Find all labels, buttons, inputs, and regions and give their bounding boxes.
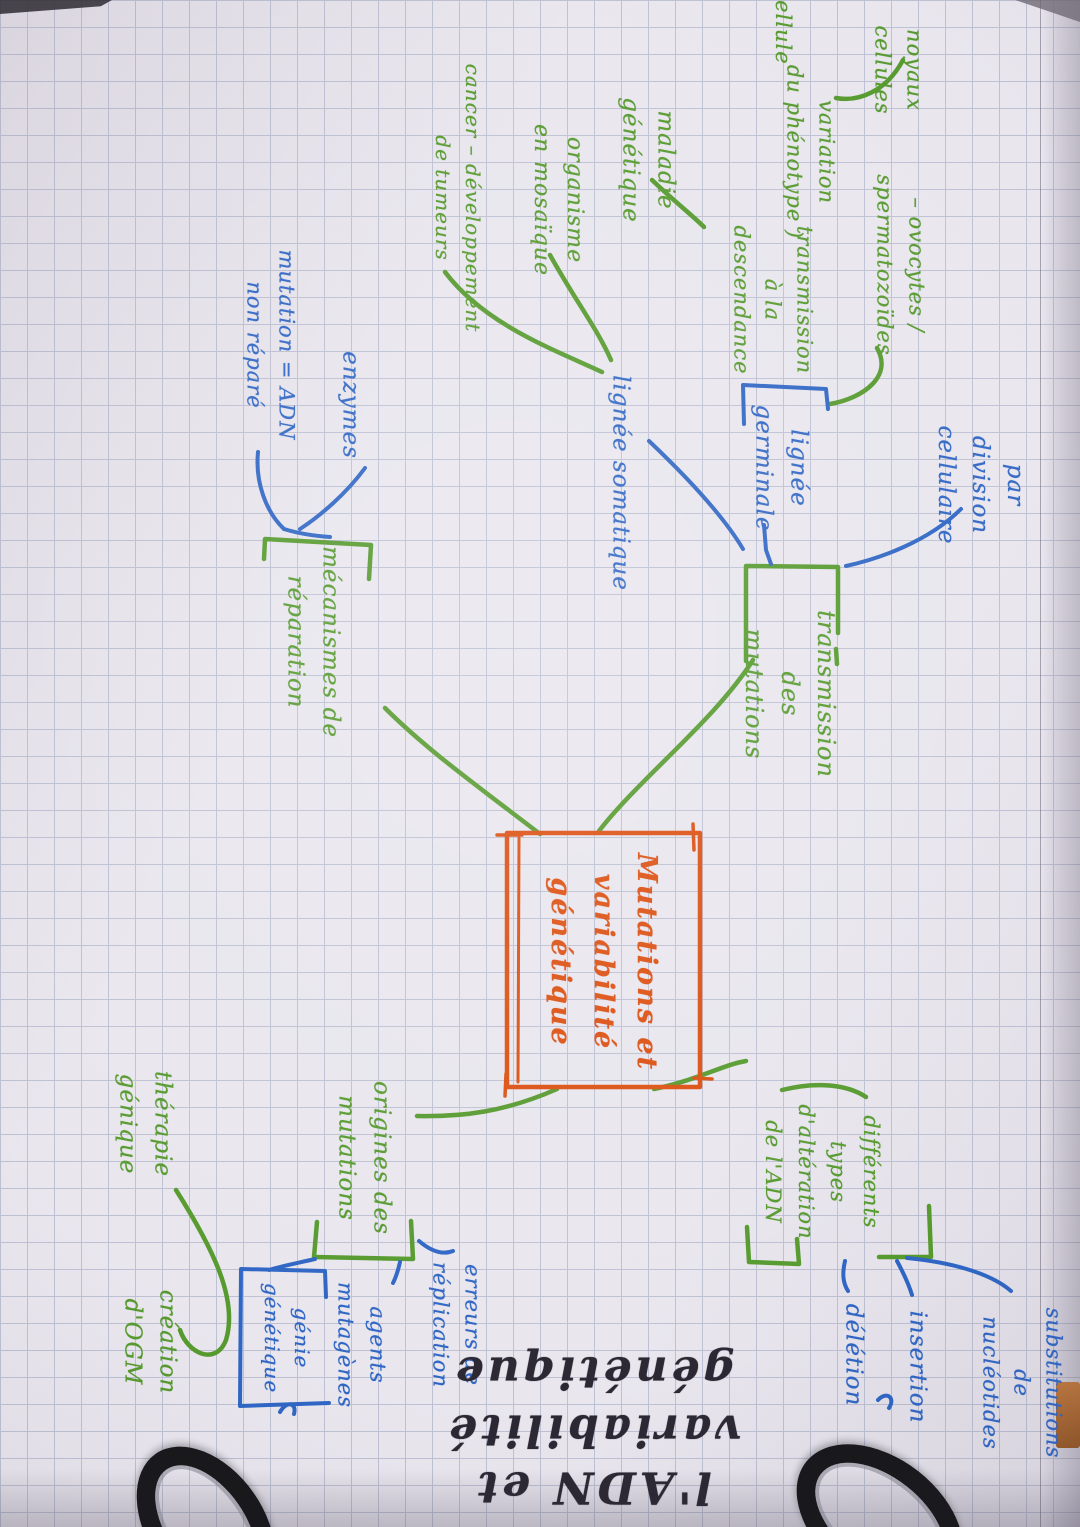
- node-cancer-tumeurs: cancer – développement de tumeurs: [431, 63, 485, 333]
- node-mutation-adn-non-repare: mutation = ADN non réparé: [243, 249, 299, 441]
- node-genie-genetique: génie génétique: [260, 1282, 314, 1394]
- node-ovocytes-spermatozoides: – ovocytes / spermatozoïdes: [873, 174, 929, 356]
- node-noyaux-cellules: noyaux cellules: [871, 25, 927, 115]
- node-transmission-mutations: transmission des mutations: [740, 610, 840, 778]
- node-origines-mutations: origines des mutations: [334, 1081, 395, 1235]
- page-right-edge: [1040, 0, 1080, 1527]
- green-connectors: [173, 57, 934, 1357]
- central-topic-box: [495, 822, 714, 1098]
- node-variation-phenotype: variation du phénotype ): [783, 64, 839, 240]
- node-mecanismes-reparation: mécanismes de réparation: [283, 546, 344, 738]
- node-enzymes: enzymes: [337, 351, 364, 459]
- node-lignee-somatique: lignée somatique: [607, 375, 634, 591]
- desk-wood-patch: [1056, 1382, 1080, 1448]
- node-maladie-genetique: maladie génétique: [618, 97, 679, 223]
- blue-connectors: [238, 383, 1013, 1416]
- node-differents-types-alteration: différents types d'altération de l'ADN: [761, 1104, 884, 1240]
- node-central-topic: Mutations et variabilité génétique: [544, 852, 662, 1072]
- node-creation-ogm: création d'OGM: [120, 1289, 181, 1395]
- node-par-division-cellulaire: par division cellulaire: [932, 425, 1028, 545]
- node-deletion: délétion: [840, 1303, 867, 1407]
- node-therapie-genique: thérapie génique: [115, 1070, 176, 1178]
- page-bottom-shadow: [0, 1469, 1080, 1527]
- node-transmission-descendance: transmission à la descendance: [729, 225, 817, 375]
- page-title: Mutations de l'ADN et variabilité généti…: [406, 1346, 781, 1527]
- node-mot-coupe: cellule: [770, 0, 795, 65]
- node-insertion: insertion: [904, 1310, 931, 1424]
- node-substitutions-nucleotides: substitutions de nucléotides: [978, 1307, 1066, 1459]
- node-lignee-germinale: lignée germinale: [751, 404, 812, 532]
- node-organisme-mosaique: organisme en mosaïque: [529, 123, 587, 277]
